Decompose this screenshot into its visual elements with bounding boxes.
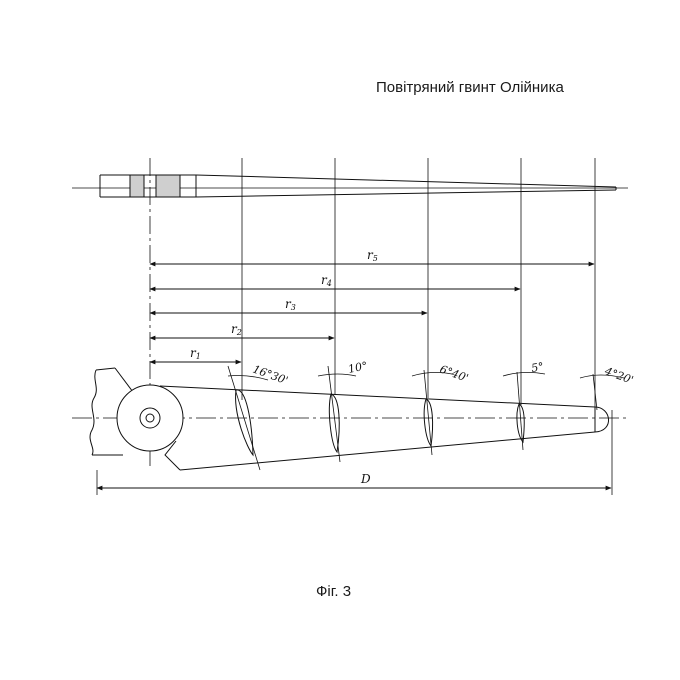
airfoil-section-1 — [235, 389, 254, 457]
radius-label-r4: r4 — [321, 273, 332, 288]
pitch-lines — [227, 365, 625, 471]
airfoil-section-2 — [328, 393, 340, 454]
page-title: Повітряний гвинт Олійника — [376, 79, 564, 96]
angle-label-3: 6°40' — [438, 363, 470, 385]
radius-label-r5: r5 — [367, 248, 378, 263]
blade-plan-view — [72, 367, 628, 471]
airfoil-section-4 — [516, 403, 525, 444]
station-lines — [96, 158, 613, 495]
angle-label-1: 16°30' — [251, 363, 290, 388]
radius-label-r3: r3 — [285, 297, 296, 312]
angle-label-4: 5° — [530, 360, 545, 375]
airfoil-sections — [235, 389, 525, 457]
angle-label-5: 4°20' — [602, 364, 635, 387]
radius-label-r2: r2 — [231, 322, 242, 337]
figure-caption: Фіг. 3 — [316, 583, 352, 600]
radius-label-r1: r1 — [190, 346, 201, 361]
diameter-label: D — [360, 472, 371, 486]
angle-label-2: 10° — [347, 359, 369, 376]
airfoil-section-3 — [423, 398, 434, 448]
radius-dimensions — [149, 261, 595, 365]
top-edge-view — [72, 174, 628, 198]
